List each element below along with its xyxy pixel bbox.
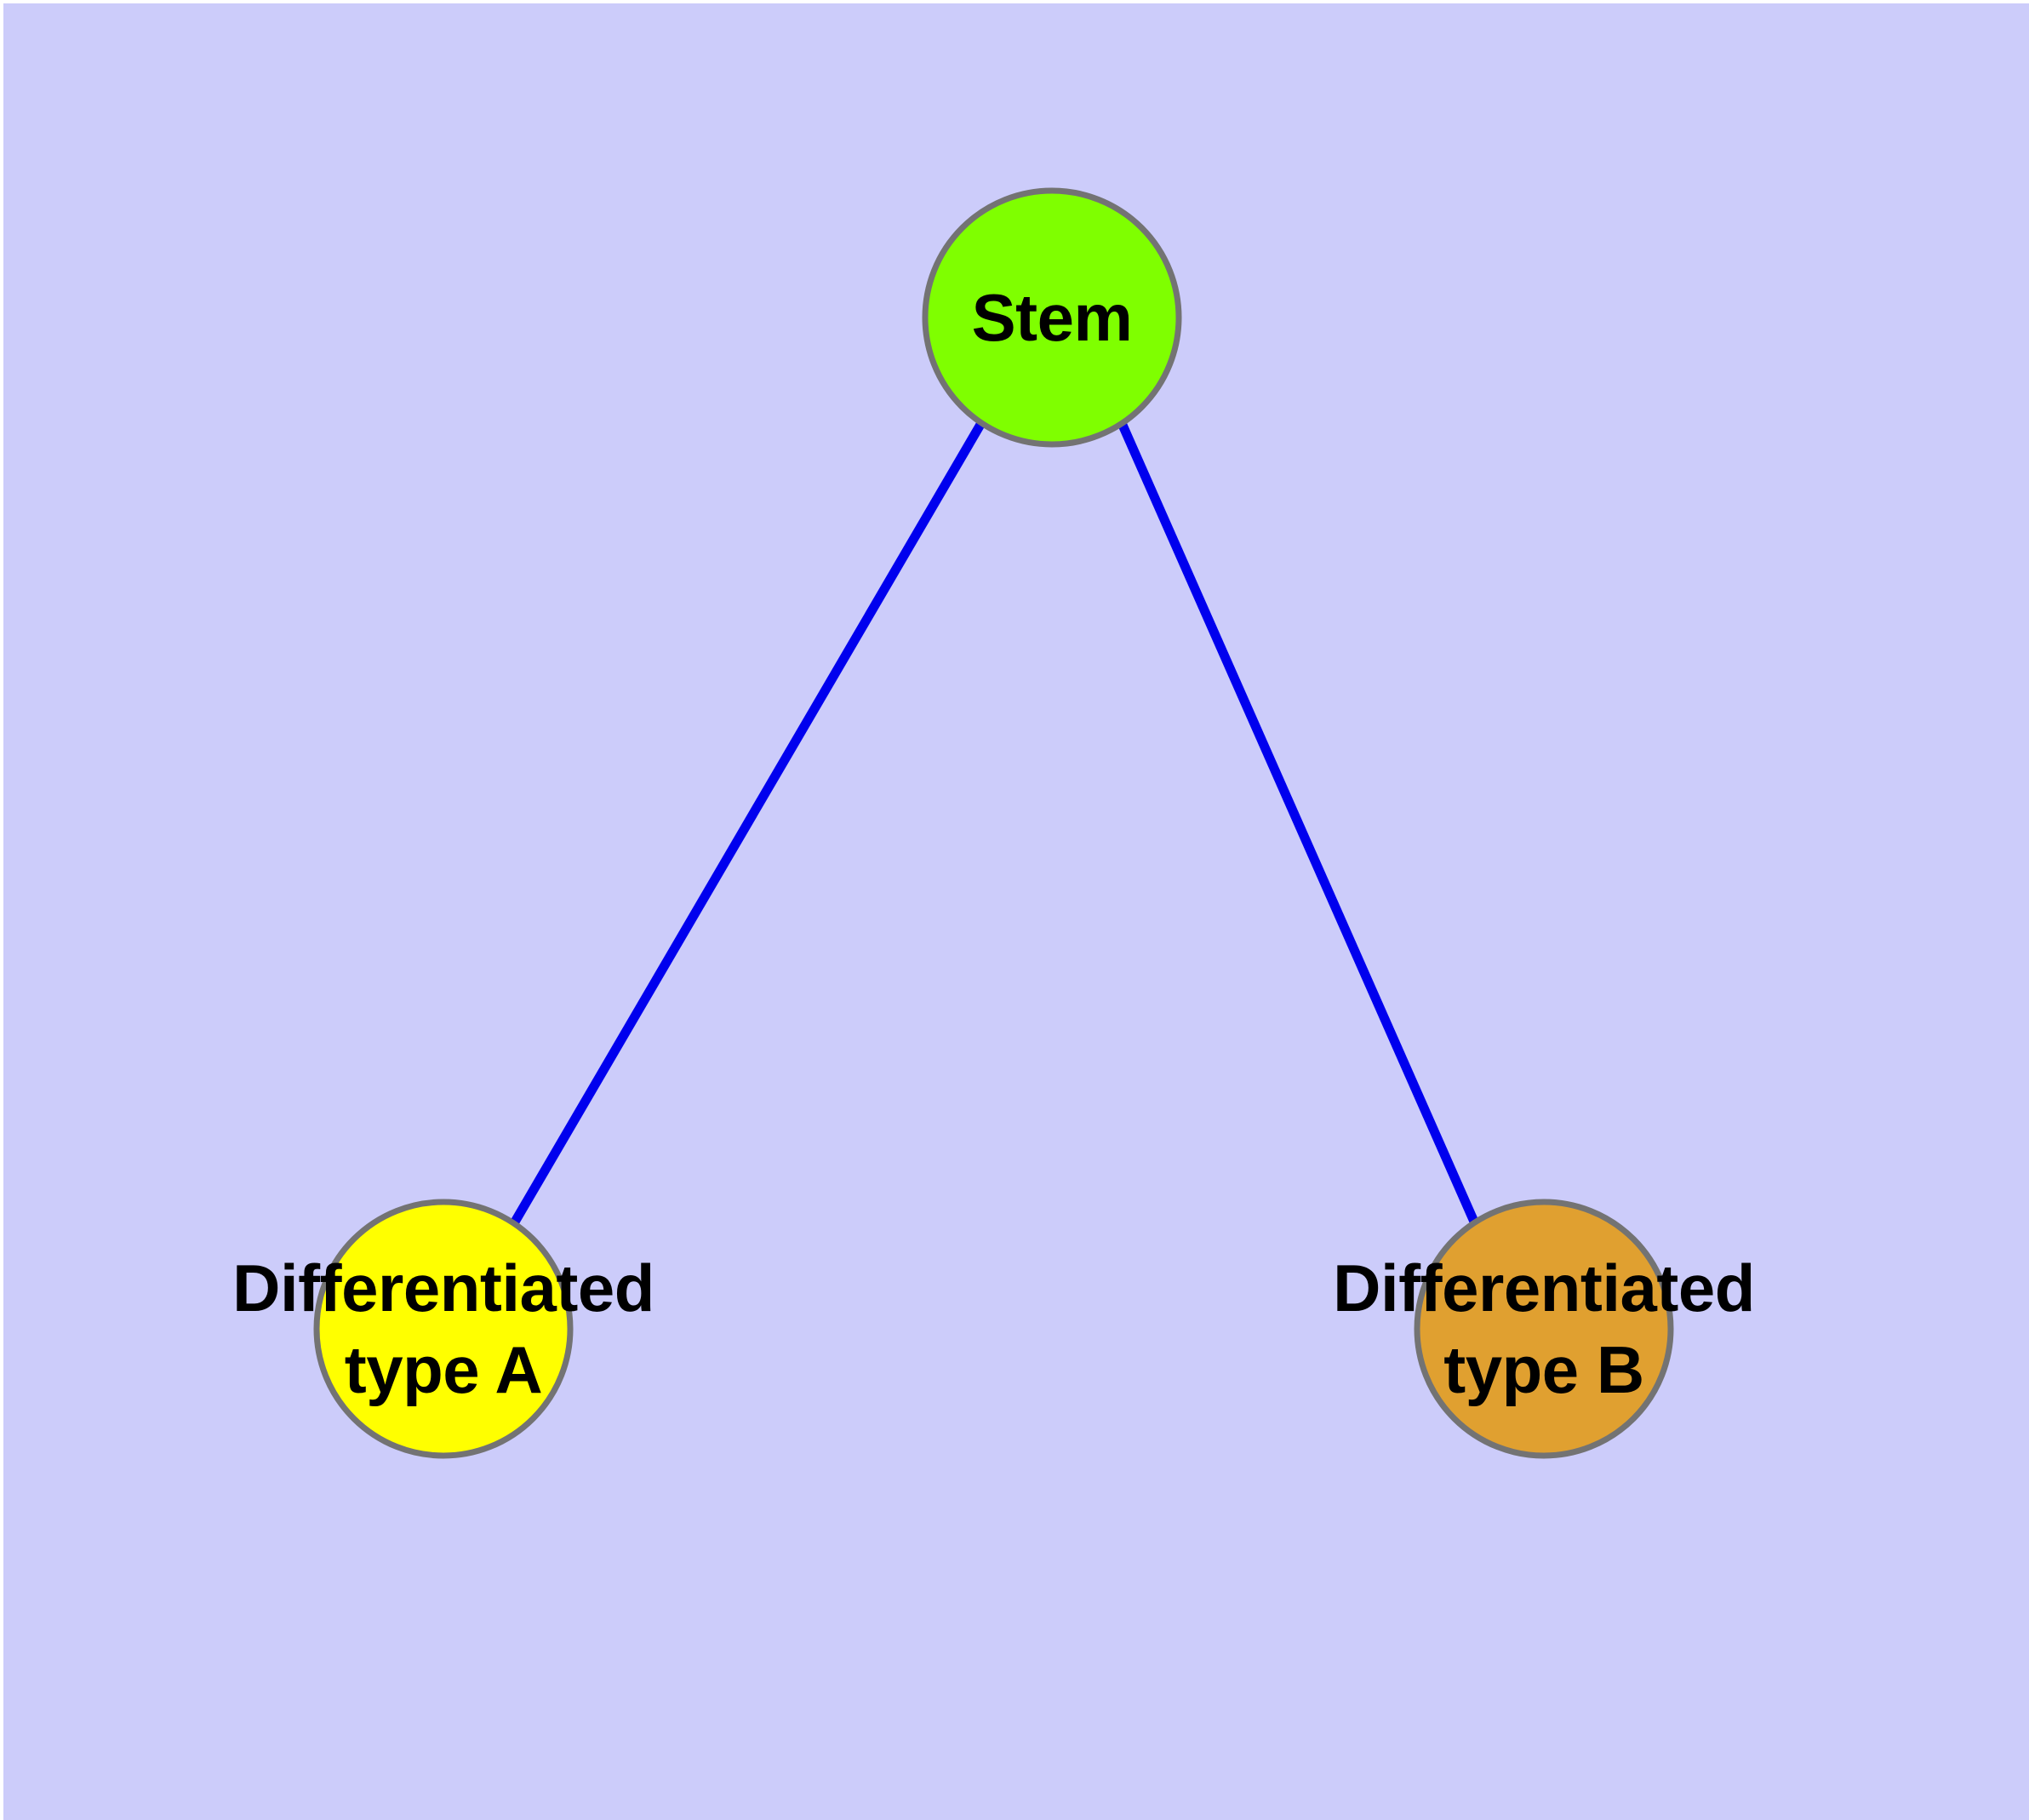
graph-node-diff_b[interactable] (1414, 1199, 1674, 1459)
graph-edge-stem-to-b[interactable] (1117, 421, 1479, 1224)
node-layer (313, 187, 1674, 1459)
graph-edge-stem-to-a[interactable] (510, 421, 986, 1226)
graph-node-diff_a[interactable] (313, 1199, 574, 1459)
edge-layer (510, 421, 1479, 1226)
graph-node-stem[interactable] (922, 187, 1182, 448)
